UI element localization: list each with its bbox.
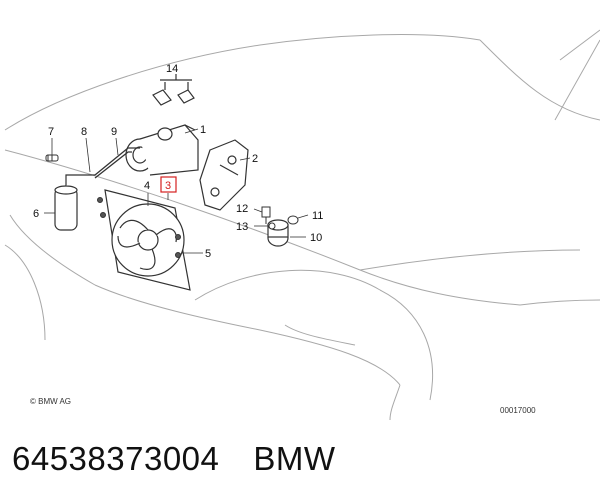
switch-12 [261, 206, 271, 224]
callout-12[interactable]: 12 [236, 203, 248, 215]
callout-9[interactable]: 9 [111, 126, 117, 138]
leader-lines [44, 128, 309, 254]
copyright-notice: © BMW AG [30, 397, 71, 406]
callout-8[interactable]: 8 [81, 126, 87, 138]
condenser-4 [104, 189, 191, 291]
callout-14[interactable]: 14 [166, 63, 178, 75]
callout-10[interactable]: 10 [310, 232, 322, 244]
callout-6[interactable]: 6 [33, 208, 39, 220]
brand-name: BMW [253, 440, 336, 477]
callout-11[interactable]: 11 [312, 210, 323, 222]
diagram-code: 00017000 [500, 406, 536, 415]
refrigerant-pipes [94, 147, 140, 179]
callout-4[interactable]: 4 [144, 180, 150, 192]
parts-diagram: 14 1 2 7 8 9 4 3 6 5 12 11 13 10 © BMW A… [4, 29, 600, 421]
callout-7[interactable]: 7 [48, 126, 54, 138]
bracket-14 [152, 74, 195, 106]
receiver-drier-6 [54, 174, 95, 231]
callout-3[interactable]: 3 [165, 180, 171, 192]
callout-5[interactable]: 5 [205, 248, 211, 260]
fitting-7 [45, 154, 59, 162]
o-ring-11 [287, 215, 299, 225]
highlight-box-3 [160, 176, 177, 193]
o-ring-13 [268, 222, 276, 230]
car-body-outline [4, 29, 600, 421]
callout-2[interactable]: 2 [252, 153, 258, 165]
screws-5 [97, 197, 181, 258]
part-caption: 64538373004 BMW [12, 440, 336, 478]
part-number: 64538373004 [12, 440, 220, 477]
bracket-2 [199, 139, 249, 211]
compressor-1 [125, 124, 199, 176]
callout-13[interactable]: 13 [236, 221, 248, 233]
callout-1[interactable]: 1 [200, 124, 206, 136]
